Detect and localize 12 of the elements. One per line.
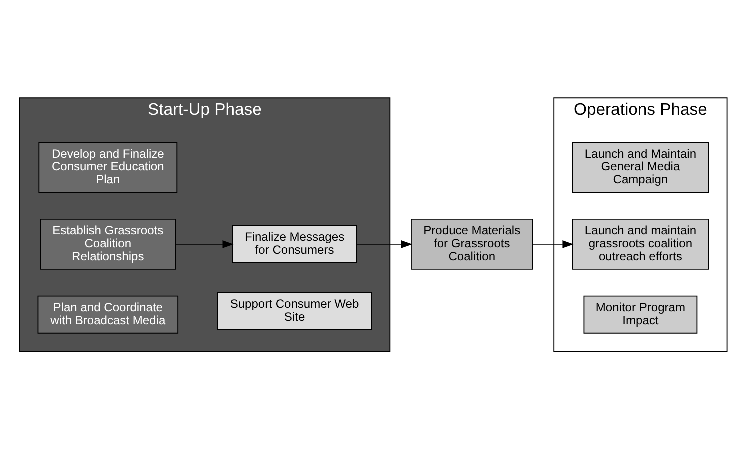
arrow: [532, 240, 574, 248]
arrow: [356, 240, 413, 248]
node-box: Produce Materials for Grassroots Coalition: [411, 218, 534, 270]
node-box: Support Consumer Web Site: [217, 292, 372, 330]
node-box: Finalize Messages for Consumers: [232, 224, 358, 263]
arrow: [175, 240, 234, 248]
node-box: Establish Grassroots Coalition Relationships: [40, 218, 176, 270]
node-box: Launch and maintain grassroots coalition outreach efforts: [572, 218, 710, 270]
node-box: Plan and Coordinate with Broadcast Media: [38, 295, 179, 334]
node-box: Launch and Maintain General Media Campaign: [572, 142, 710, 193]
node-box: Monitor Program Impact: [584, 295, 698, 334]
node-box: Develop and Finalize Consumer Education Plan: [38, 142, 178, 193]
